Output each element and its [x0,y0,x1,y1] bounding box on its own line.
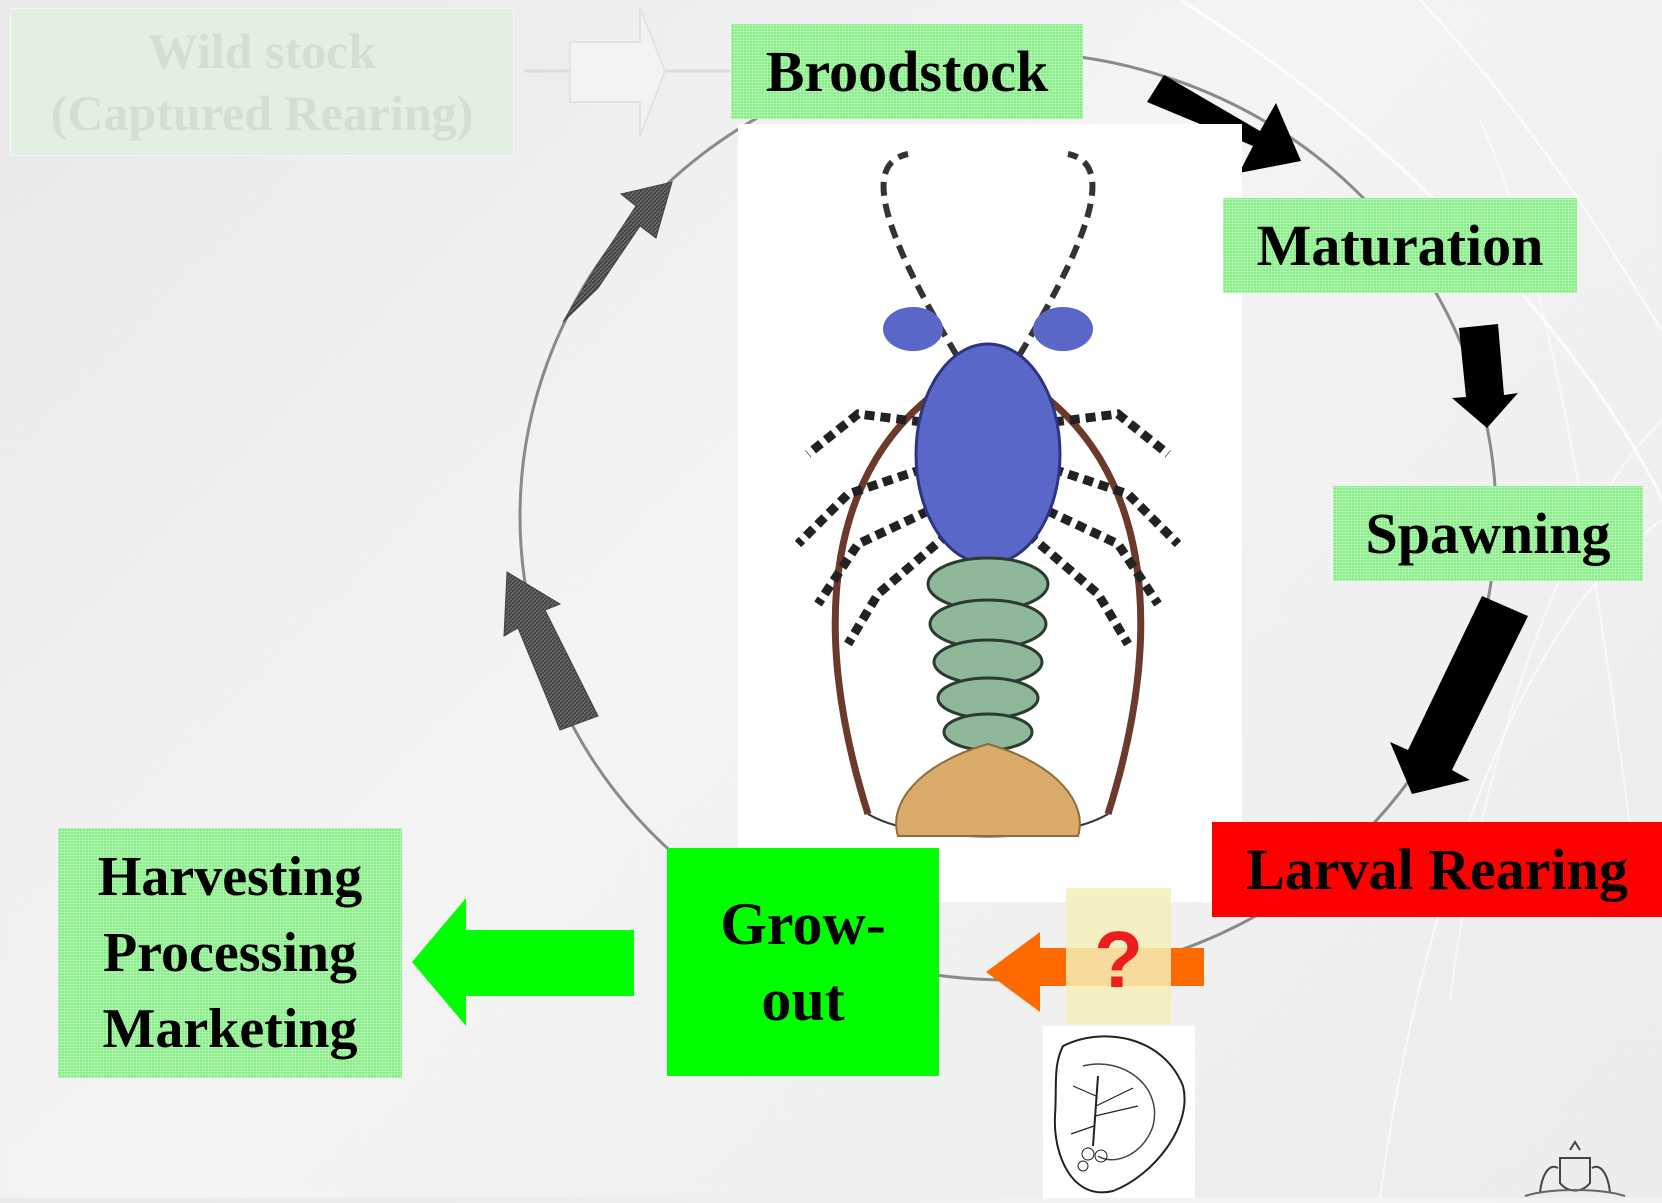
arrow-growout-to-harvest [412,898,634,1026]
spawning-label: Spawning [1365,500,1610,567]
arrow-maturation-to-spawning [1452,324,1518,428]
broodstock-box: Broodstock [731,24,1083,119]
spawning-box: Spawning [1333,486,1643,581]
growout-line1: Grow- [720,886,886,962]
maturation-label: Maturation [1257,212,1544,279]
phyllosoma-larva-sketch [1043,1026,1195,1198]
larval-rearing-label: Larval Rearing [1246,836,1628,903]
arrow-spawning-to-larval [1390,596,1528,794]
harvest-line3: Marketing [102,991,357,1067]
arrow-growout-to-left-side [504,572,598,730]
wild-stock-line2: (Captured Rearing) [51,82,474,144]
wild-stock-box: Wild stock (Captured Rearing) [10,8,514,156]
growout-line2: out [761,962,844,1038]
wild-stock-line1: Wild stock [148,20,376,82]
broodstock-label: Broodstock [766,38,1049,105]
larval-rearing-box: Larval Rearing [1212,822,1662,917]
wild-stock-arrow [570,8,665,136]
harvest-line2: Processing [103,915,357,991]
question-mark: ? [1066,900,1171,1020]
arrow-left-side-to-broodstock [563,182,672,322]
coat-of-arms-emblem [1520,1138,1630,1198]
growout-box: Grow- out [667,848,939,1076]
harvest-line1: Harvesting [98,839,362,915]
maturation-box: Maturation [1223,198,1577,293]
lobster-illustration [738,124,1242,902]
larva-drawing [1043,1026,1195,1198]
harvest-box: Harvesting Processing Marketing [58,828,402,1078]
